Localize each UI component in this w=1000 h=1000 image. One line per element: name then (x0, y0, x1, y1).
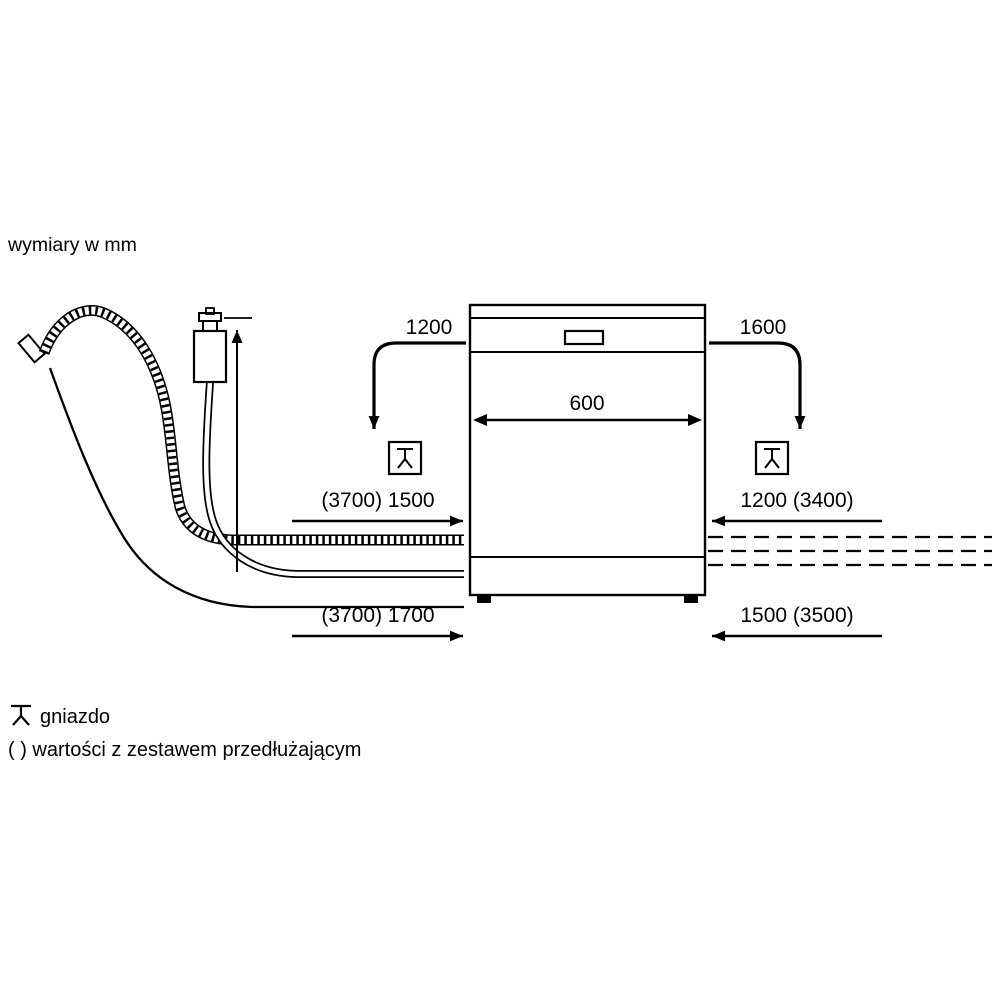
arrowhead-left (473, 414, 487, 426)
right-socket-arrow (709, 341, 806, 429)
power-cord-right-dimension: 1500 (3500) (712, 604, 882, 642)
dishwasher-front-view (468, 303, 707, 603)
width-label: 600 (569, 392, 604, 415)
inlet-hose-label: 1200 (3400) (740, 489, 853, 512)
arrowhead-right (688, 414, 702, 426)
extension-dashed-lines (708, 535, 992, 567)
foot-left (477, 595, 491, 603)
aquastop-valve (192, 307, 228, 384)
drain-hose-end-connector (17, 333, 46, 364)
left-socket-label: 1200 (406, 316, 453, 339)
socket-box-right (754, 440, 790, 476)
socket-icon (764, 448, 780, 469)
power-cord-left-dimension: (3700) 1700 (292, 604, 463, 642)
legend: gniazdo ( ) wartości z zestawem przedłuż… (8, 704, 361, 761)
power-cord-right-label: 1500 (3500) (740, 604, 853, 627)
socket-box-left (387, 440, 423, 476)
socket-icon (397, 448, 413, 469)
drain-hose (17, 311, 464, 540)
drain-hose-label: (3700) 1500 (321, 489, 434, 512)
width-dimension: 600 (473, 392, 702, 426)
socket-icon (11, 704, 31, 726)
aquastop-height-arrow (224, 317, 252, 572)
power-cord-left-label: (3700) 1700 (321, 604, 434, 627)
supply-hose (192, 307, 464, 574)
legend-socket-label: gniazdo (40, 706, 110, 728)
inlet-hose-dimension: 1200 (3400) (712, 489, 882, 527)
power-cord (48, 367, 464, 609)
drain-hose-dimension: (3700) 1500 (292, 489, 463, 527)
left-socket-dimension: 1200 (368, 316, 466, 429)
door-handle (563, 329, 605, 346)
dishwasher-body (468, 303, 707, 597)
foot-right (684, 595, 698, 603)
right-socket-dimension: 1600 (709, 316, 806, 429)
left-socket-arrow (368, 341, 466, 429)
right-socket-label: 1600 (740, 316, 787, 339)
legend-parentheses-note: ( ) wartości z zestawem przedłużającym (8, 739, 361, 761)
units-title: wymiary w mm (7, 234, 137, 256)
